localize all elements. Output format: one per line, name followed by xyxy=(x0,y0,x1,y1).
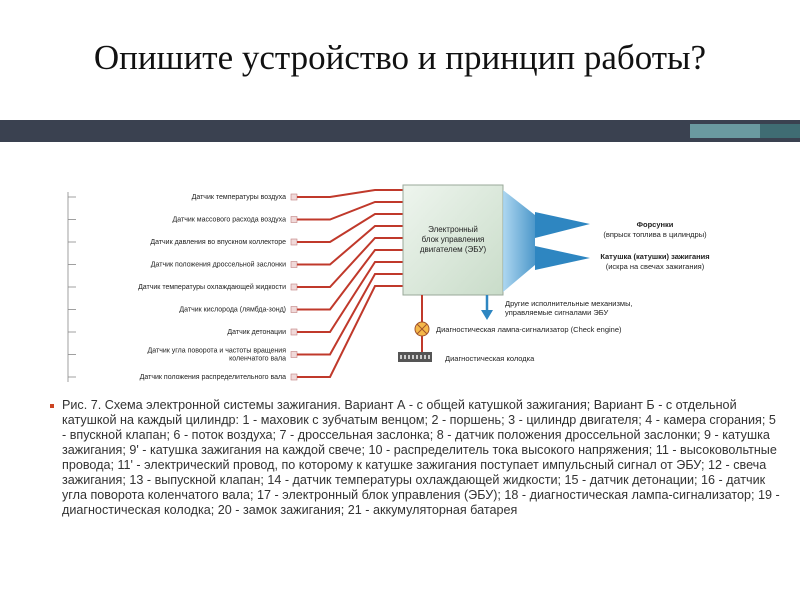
sensor-wire xyxy=(297,261,403,333)
sensor-wire xyxy=(297,237,403,288)
plug-pin xyxy=(424,355,426,359)
sensor-wire xyxy=(297,189,403,198)
output-injectors-title: Форсунки xyxy=(637,220,674,229)
sensor-wire xyxy=(297,273,403,356)
ecu-line-2: блок управления xyxy=(422,235,485,244)
sensor-connector xyxy=(290,373,298,381)
diagnostic-plug-pins xyxy=(400,355,430,359)
sensor-wire xyxy=(297,213,403,243)
sensor-wire xyxy=(297,225,403,266)
caption-bullet xyxy=(50,404,54,408)
sensor-label: Датчик кислорода (лямбда-зонд) xyxy=(179,306,286,314)
plug-pin xyxy=(420,355,422,359)
sensor-connector xyxy=(290,351,298,358)
plug-pin xyxy=(408,355,410,359)
plug-pin xyxy=(404,355,406,359)
injector-arrow xyxy=(535,212,590,238)
output-injectors-sub: (впрыск топлива в цилиндры) xyxy=(603,230,707,239)
sensor-label: Датчик детонации xyxy=(227,329,286,336)
sensor-label: Датчик положения распределительного вала xyxy=(140,374,286,381)
ecu-line-3: двигателем (ЭБУ) xyxy=(420,245,487,254)
sensor-label: Датчик температуры воздуха xyxy=(192,194,286,201)
sensor-connector xyxy=(290,238,298,246)
ecu-box xyxy=(402,184,504,296)
sensor-wires xyxy=(297,189,403,378)
sensor-label: Датчик давления во впускном коллекторе xyxy=(150,239,286,246)
plug-label: Диагностическая колодка xyxy=(445,354,535,363)
sensor-connector xyxy=(290,193,298,201)
output-coil-title: Катушка (катушки) зажигания xyxy=(600,252,709,261)
sensor-connector xyxy=(290,261,298,268)
plug-pin xyxy=(412,355,414,359)
other-actuators-arrowhead xyxy=(481,310,493,320)
sensor-wire xyxy=(297,249,403,311)
sensor-connector xyxy=(290,328,298,336)
output-coil-sub: (искра на свечах зажигания) xyxy=(606,262,705,271)
slide-title: Опишите устройство и принцип работы? xyxy=(93,38,707,77)
sensor-label: Датчик температуры охлаждающей жидкости xyxy=(138,283,286,291)
plug-pin xyxy=(400,355,402,359)
other-actuators-line-1: Другие исполнительные механизмы, xyxy=(505,299,633,308)
diagnostic-plug-icon xyxy=(398,352,432,362)
sensor-wire xyxy=(297,201,403,221)
sensor-connector xyxy=(290,216,298,223)
sensor-label: Датчик положения дроссельной заслонки xyxy=(151,261,286,269)
lamp-cross-2 xyxy=(416,323,428,335)
ecu-line-1: Электронный xyxy=(428,225,478,234)
coil-arrow xyxy=(535,246,590,270)
plug-pin xyxy=(416,355,418,359)
divider-accent-dark xyxy=(760,124,800,138)
sensor-connector xyxy=(290,283,298,291)
title-divider-bar xyxy=(0,120,800,142)
ecu-output-beam xyxy=(503,190,535,292)
figure-caption: Рис. 7. Схема электронной системы зажига… xyxy=(62,398,780,517)
plug-pin xyxy=(428,355,430,359)
sensor-wire xyxy=(297,285,403,378)
sensor-label: Датчик массового расхода воздуха xyxy=(173,217,287,224)
lamp-label: Диагностическая лампа-сигнализатор (Chec… xyxy=(436,325,622,334)
other-actuators-line-2: управляемые сигналами ЭБУ xyxy=(505,308,608,317)
sensor-connector xyxy=(290,306,298,313)
